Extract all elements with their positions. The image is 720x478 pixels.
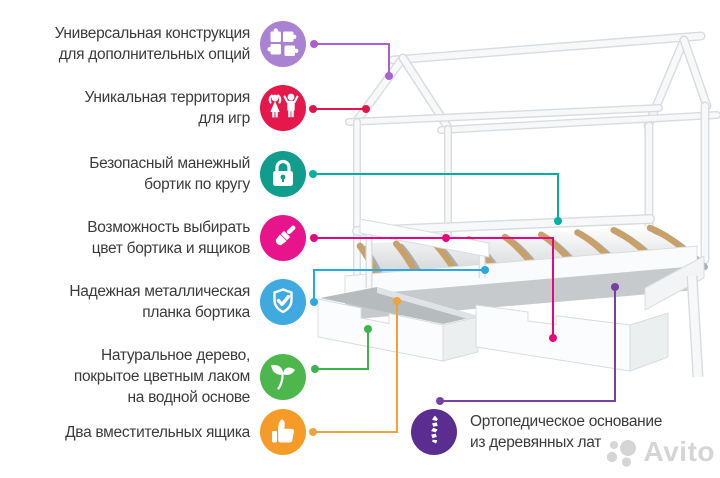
feature-label: Натуральное дерево,покрытое цветным лако… [73,347,250,406]
connector-dots [309,40,619,436]
spine-icon [411,409,457,455]
connector-natural-wood [315,329,369,370]
bed-leg [686,275,704,378]
avito-watermark: Avito [605,436,715,468]
foot-board [644,255,705,311]
thumbs-up-icon [260,409,306,455]
feature-two-drawers: Два вместительных ящика [0,409,306,455]
connector-universal [314,43,390,76]
lock-icon [260,151,306,197]
avito-watermark-text: Avito [643,436,715,467]
feature-label: Два вместительных ящика [65,423,250,441]
connector-metal-plank [313,269,485,302]
house-frame-beams [345,31,720,294]
leaf-icon [260,353,306,400]
avito-logo-icon [606,440,636,467]
drawer-left [317,287,479,362]
paintbrush-icon [260,215,306,261]
connector-color-choice [314,237,554,338]
connector-orthopedic [440,287,616,402]
puzzle-icon [260,21,306,67]
feature-natural-wood: Натуральное дерево,покрытое цветным лако… [0,345,306,408]
children-icon [260,85,306,131]
shield-check-icon [260,279,306,325]
connector-safe-rail [313,173,559,221]
connector-drawers [313,301,398,433]
